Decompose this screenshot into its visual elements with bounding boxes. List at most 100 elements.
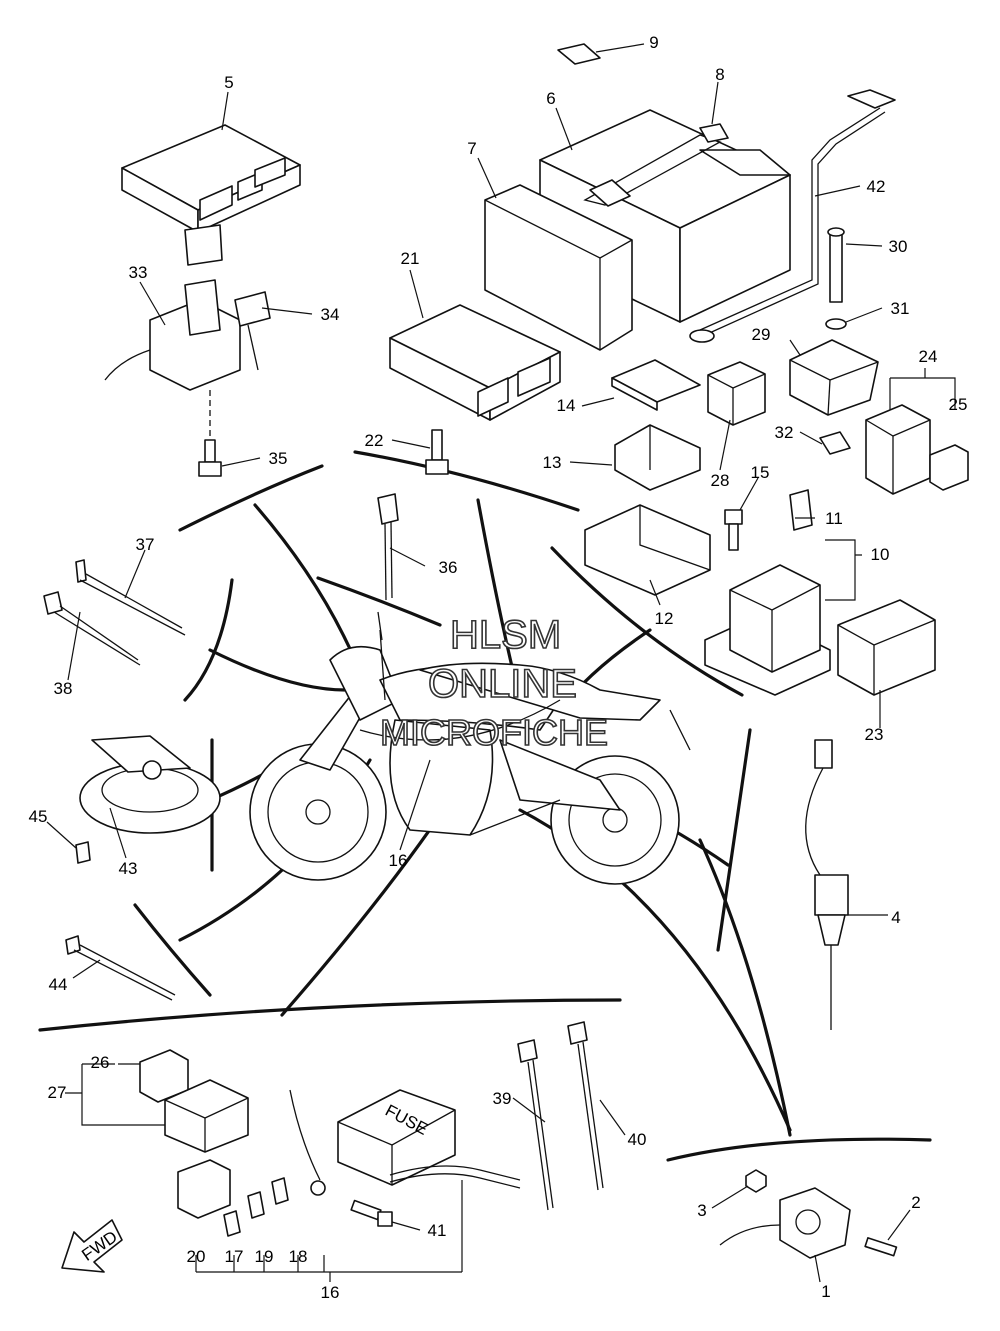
callout-21: 21	[401, 249, 420, 268]
part-18-fuse	[271, 1177, 289, 1205]
callout-2: 2	[911, 1193, 920, 1212]
part-28-relay	[707, 361, 766, 426]
callout-13: 13	[543, 453, 562, 472]
watermark: HLSM ONLINE MICROFICHE	[379, 612, 609, 754]
part-37-tie	[517, 1039, 554, 1211]
callout-28: 28	[711, 471, 730, 490]
part-36-band	[377, 493, 399, 601]
part-44-tie	[65, 935, 176, 1001]
part-8-battery-band	[699, 123, 729, 143]
callout-18: 18	[289, 1247, 308, 1266]
part-31-washer	[825, 318, 847, 330]
part-11-fuse	[789, 489, 813, 531]
part-12-case	[584, 504, 711, 596]
fwd-badge: FWD	[61, 1219, 123, 1273]
callout-24: 24	[919, 347, 938, 366]
watermark-line-2: ONLINE	[428, 662, 577, 706]
callout-5: 5	[224, 73, 233, 92]
part-33-main-switch	[104, 224, 241, 440]
callout-38: 38	[54, 679, 73, 698]
callout-14: 14	[557, 396, 576, 415]
part-17-fuse	[223, 1210, 241, 1237]
callout-15: 15	[751, 463, 770, 482]
motorcycle-outline	[249, 611, 691, 885]
part-35-screw	[198, 439, 222, 477]
callout-20: 20	[187, 1247, 206, 1266]
part-5-ecu	[121, 124, 301, 233]
callout-30: 30	[889, 237, 908, 256]
part-42-horn	[79, 735, 221, 834]
part-1-sensor	[719, 1187, 851, 1259]
callout-10: 10	[871, 545, 890, 564]
part-7-battery-pad	[484, 184, 633, 351]
callout-12: 12	[655, 609, 674, 628]
watermark-line-3: MICROFICHE	[380, 712, 608, 753]
part-2-screw	[864, 1237, 898, 1257]
callout-1: 1	[821, 1282, 830, 1301]
part-30-bolt	[827, 227, 845, 303]
callout-39: 39	[493, 1089, 512, 1108]
callout-42: 42	[867, 177, 886, 196]
callout-23: 23	[865, 725, 884, 744]
part-25-relay-cover	[929, 444, 969, 491]
callout-37: 37	[136, 535, 155, 554]
callout-45: 45	[29, 807, 48, 826]
leader-lines	[46, 43, 911, 1283]
callout-44: 44	[49, 975, 68, 994]
callout-33: 33	[129, 263, 148, 282]
part-24-relay	[865, 404, 931, 495]
callout-26: 26	[91, 1053, 110, 1072]
part-45-bolt	[75, 841, 91, 864]
part-40-tie	[43, 591, 141, 666]
callout-9: 9	[649, 33, 658, 52]
part-19-fuse	[247, 1191, 265, 1219]
callout-35: 35	[269, 449, 288, 468]
part-23-relay-unit	[837, 599, 936, 696]
bracket-lines	[65, 368, 956, 1282]
part-39-bolt	[350, 1199, 393, 1227]
callout-43: 43	[119, 859, 138, 878]
part-21-unit	[389, 304, 561, 421]
callout-32: 32	[775, 423, 794, 442]
part-13-cover	[614, 424, 701, 491]
callout-22: 22	[365, 431, 384, 450]
part-22-bolt	[425, 429, 449, 475]
callout-7: 7	[467, 139, 476, 158]
part-10-starter-relay	[704, 564, 831, 696]
callout-27: 27	[48, 1083, 67, 1102]
callout-29: 29	[752, 325, 771, 344]
part-20-fuse-holder	[177, 1159, 231, 1219]
part-26-relay	[164, 1079, 249, 1153]
callout-40: 40	[628, 1130, 647, 1149]
callout-6: 6	[546, 89, 555, 108]
callout-11: 11	[825, 509, 843, 528]
part-29-sensor	[789, 339, 879, 416]
callout-16: 16	[321, 1283, 340, 1302]
callout-36: 36	[439, 558, 458, 577]
part-32-stay	[819, 431, 851, 455]
callout-16: 16	[389, 851, 408, 870]
part-15-bolt	[724, 509, 743, 551]
watermark-line-1: HLSM	[450, 613, 561, 657]
part-34-key	[234, 291, 271, 371]
part-43-tie	[75, 559, 186, 636]
part-16-fuse-box	[289, 1089, 521, 1196]
callout-17: 17	[225, 1247, 244, 1266]
part-3-nut	[745, 1169, 767, 1193]
callout-8: 8	[715, 65, 724, 84]
part-38-tie	[567, 1021, 604, 1191]
part-4-switch	[805, 739, 849, 1030]
callout-31: 31	[891, 299, 910, 318]
part-9-clip	[557, 43, 601, 65]
callout-3: 3	[697, 1201, 706, 1220]
callout-25: 25	[949, 395, 968, 414]
part-41-cable	[689, 89, 896, 343]
callout-34: 34	[321, 305, 340, 324]
callout-4: 4	[891, 908, 900, 927]
callout-41: 41	[428, 1221, 447, 1240]
callout-19: 19	[255, 1247, 274, 1266]
part-14-pad	[611, 359, 701, 411]
